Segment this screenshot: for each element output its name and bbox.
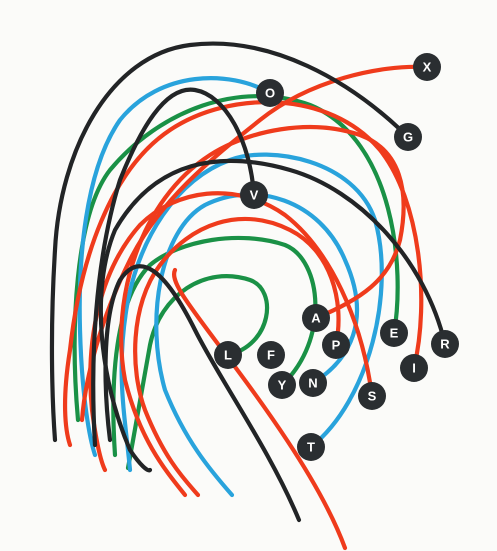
wire-black-r bbox=[98, 158, 448, 473]
node-a-circle bbox=[302, 304, 330, 332]
node-p: P bbox=[322, 331, 350, 359]
node-i-label: I bbox=[412, 361, 416, 376]
wire-green-e bbox=[72, 94, 400, 423]
node-i: I bbox=[400, 354, 428, 382]
node-n-circle bbox=[299, 369, 327, 397]
nodes: X O G V A P E R bbox=[214, 53, 459, 461]
node-l: L bbox=[214, 341, 242, 369]
node-g-label: G bbox=[403, 130, 413, 145]
node-r: R bbox=[431, 330, 459, 358]
node-e-circle bbox=[380, 319, 408, 347]
node-e: E bbox=[380, 319, 408, 347]
node-n-label: N bbox=[308, 376, 317, 391]
wire-green-y bbox=[111, 235, 318, 458]
node-v: V bbox=[240, 181, 268, 209]
wire-blue-n bbox=[154, 192, 360, 498]
node-e-label: E bbox=[390, 326, 399, 341]
node-n: N bbox=[299, 369, 327, 397]
node-s-label: S bbox=[368, 389, 377, 404]
node-l-label: L bbox=[224, 348, 232, 363]
node-o-label: O bbox=[265, 86, 275, 101]
node-v-circle bbox=[240, 181, 268, 209]
node-l-circle bbox=[214, 341, 242, 369]
wire-black-g bbox=[49, 41, 411, 443]
node-y-circle bbox=[268, 371, 296, 399]
node-f-label: F bbox=[267, 348, 275, 363]
node-s-circle bbox=[358, 382, 386, 410]
wires bbox=[49, 41, 448, 551]
node-a-label: A bbox=[311, 311, 321, 326]
node-g: G bbox=[394, 123, 422, 151]
wire-black-v bbox=[91, 87, 257, 448]
node-r-circle bbox=[431, 330, 459, 358]
node-o: O bbox=[256, 79, 284, 107]
node-x-circle bbox=[413, 53, 441, 81]
node-t-circle bbox=[297, 433, 325, 461]
wire-red-a bbox=[119, 124, 406, 498]
node-s: S bbox=[358, 382, 386, 410]
node-g-circle bbox=[394, 123, 422, 151]
node-t-label: T bbox=[307, 440, 315, 455]
wire-red-x bbox=[79, 64, 427, 423]
node-r-label: R bbox=[440, 337, 450, 352]
node-o-circle bbox=[256, 79, 284, 107]
node-x: X bbox=[413, 53, 441, 81]
node-t: T bbox=[297, 433, 325, 461]
wire-red-i bbox=[63, 100, 424, 448]
node-p-label: P bbox=[332, 338, 341, 353]
wire-red-p bbox=[133, 216, 341, 498]
node-v-label: V bbox=[250, 188, 259, 203]
node-p-circle bbox=[322, 331, 350, 359]
wire-black-bottom bbox=[103, 264, 302, 523]
node-f: F bbox=[257, 341, 285, 369]
node-x-label: X bbox=[423, 60, 432, 75]
wire-green-l bbox=[125, 274, 270, 471]
node-a: A bbox=[302, 304, 330, 332]
node-y: Y bbox=[268, 371, 296, 399]
node-i-circle bbox=[400, 354, 428, 382]
node-y-label: Y bbox=[278, 378, 287, 393]
node-f-circle bbox=[257, 341, 285, 369]
